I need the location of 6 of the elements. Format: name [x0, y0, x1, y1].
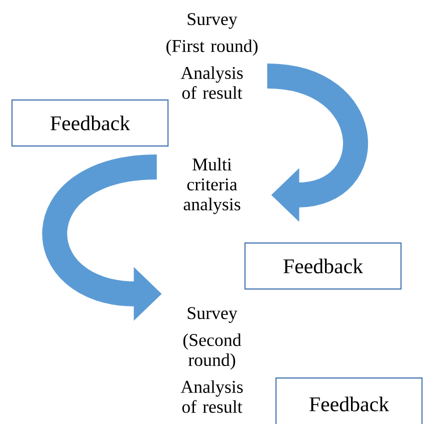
- feedback-box: Feedback: [244, 242, 402, 290]
- step-text: Survey (Second round) Analysis of result: [180, 307, 243, 413]
- feedback-box: Feedback: [11, 99, 169, 147]
- step-text: Survey (First round) Analysis of result: [166, 13, 258, 99]
- feedback-box: Feedback: [275, 377, 423, 424]
- step-text: Multi criteria analysis: [184, 158, 240, 214]
